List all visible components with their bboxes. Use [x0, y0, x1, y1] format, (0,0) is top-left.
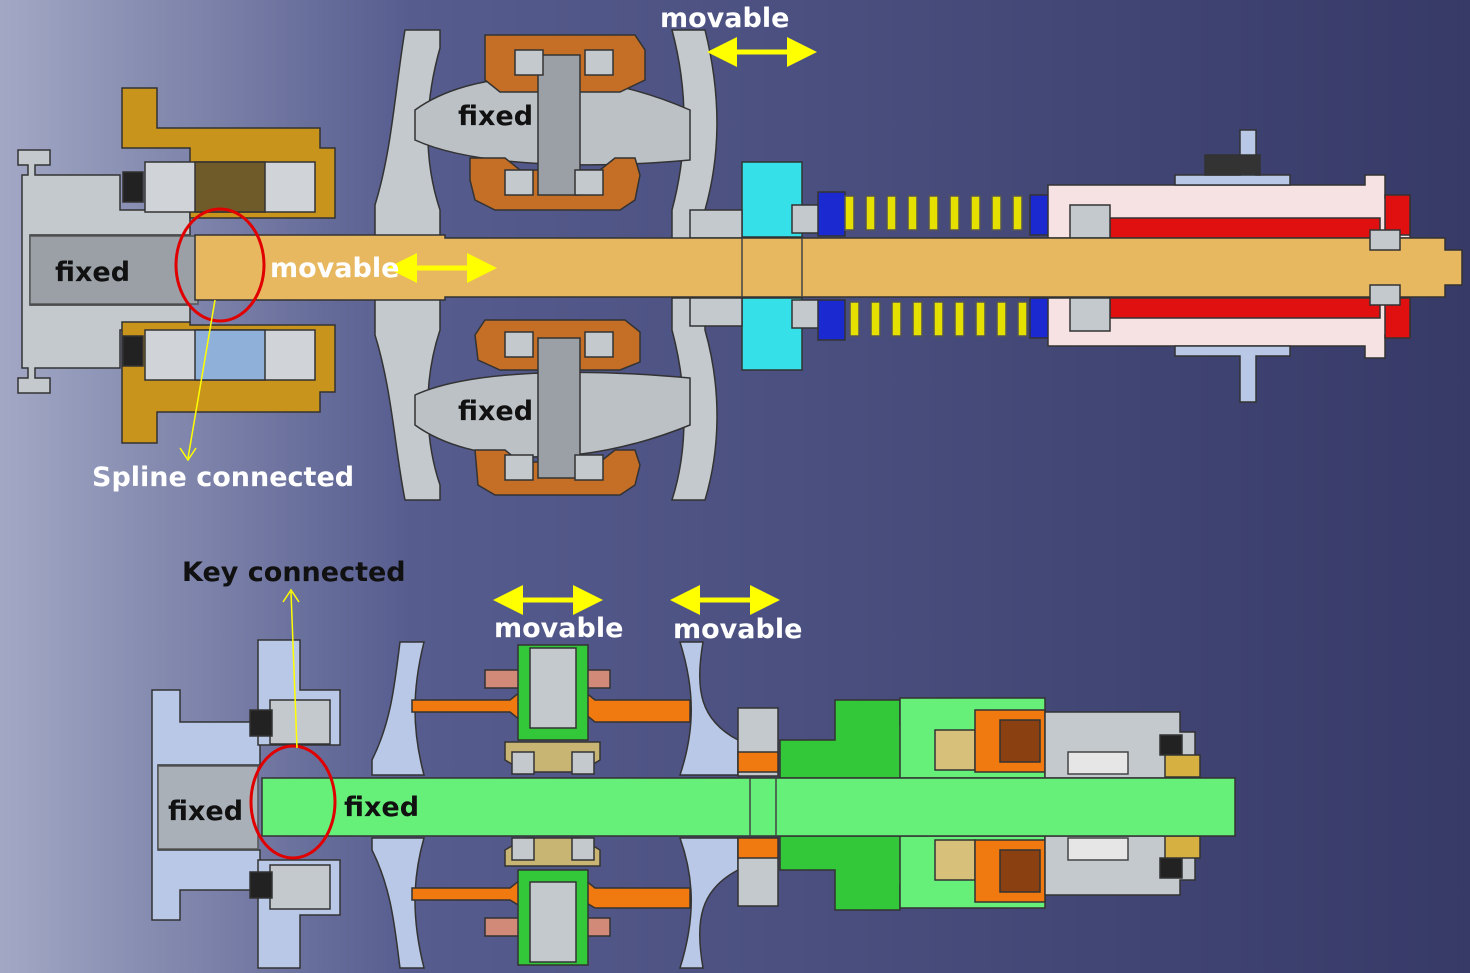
top-spring-seat-lower — [817, 299, 846, 341]
top-shaft-end-cap — [1369, 229, 1401, 251]
top-coupling-block-upper — [791, 204, 823, 234]
bottom-fixed-sheave-lower — [371, 837, 425, 969]
top-gear-bush-upper-2 — [584, 49, 614, 76]
top-shaft-end-cap-2 — [1369, 284, 1401, 306]
bottom-hub-block-lower-2 — [571, 837, 595, 861]
top-upper-gear-label: fixed — [458, 101, 533, 132]
bottom-right-movable-label: movable — [673, 614, 802, 645]
spline-callout-label: Spline connected — [92, 462, 354, 493]
bottom-bearing-upper — [269, 699, 331, 745]
top-main-shaft — [194, 234, 1463, 301]
top-gear-pin-upper — [537, 54, 581, 196]
bottom-nut-upper — [1164, 754, 1201, 778]
bottom-shaft-label: fixed — [344, 792, 419, 823]
bottom-movable-sheave-lower — [678, 837, 739, 969]
top-bearing-upper-insert — [194, 161, 266, 213]
top-annotations: fixed fixed fixed movable movable Spline… — [55, 3, 817, 493]
bottom-annotations: fixed fixed Key connected movable movabl… — [168, 557, 802, 860]
bottom-gray-pin-lower — [529, 881, 577, 963]
bottom-block-lower-a — [934, 839, 976, 881]
spline-callout-leader-head — [179, 447, 197, 462]
top-flange-bore — [29, 235, 199, 305]
key-callout-leader — [290, 591, 298, 749]
bottom-right-seal-lower — [1159, 857, 1183, 879]
bottom-left-movable-label: movable — [494, 613, 623, 644]
top-housing-label: fixed — [55, 257, 130, 288]
top-seal-lower — [122, 335, 144, 367]
top-gear-bush-lower-1 — [504, 331, 534, 358]
bottom-main-shaft — [261, 777, 1236, 837]
top-spring-lower — [849, 301, 1028, 337]
top-gear-bush-upper-4 — [574, 169, 604, 196]
spline-callout-ellipse — [174, 207, 266, 323]
top-pink-inner-upper — [1069, 204, 1111, 239]
top-pink-inner-lower — [1069, 297, 1111, 332]
bottom-housing-label: fixed — [168, 796, 243, 827]
top-spring-upper — [844, 195, 1023, 231]
bottom-nut-lower — [1164, 835, 1201, 859]
top-gear-bush-lower-3 — [504, 454, 534, 481]
bottom-hub-block-lower-1 — [511, 837, 535, 861]
top-fixed-sheave-lower — [374, 297, 441, 501]
key-callout-ellipse — [249, 744, 337, 860]
key-callout-label: Key connected — [182, 557, 406, 588]
top-red-cap-upper — [1384, 194, 1411, 236]
top-gear-bush-upper-3 — [504, 169, 534, 196]
bottom-coupling-orange-lower — [737, 837, 779, 859]
spline-callout-leader — [187, 299, 216, 459]
top-red-sleeve-lower — [1109, 297, 1381, 319]
bottom-coupling-orange-upper — [737, 751, 779, 773]
top-actuator-block-upper — [1204, 154, 1261, 176]
bottom-hub-block-upper-2 — [571, 751, 595, 775]
top-spring-seat-right-lower — [1029, 297, 1051, 339]
top-coupling-hub-upper — [689, 209, 743, 239]
bottom-flange-housing — [151, 689, 261, 921]
key-callout-leader-head — [282, 588, 300, 603]
top-seal-upper — [122, 171, 144, 203]
bottom-seal-lower — [249, 871, 273, 899]
bottom-block-upper-a — [934, 729, 976, 771]
bottom-assembly — [151, 639, 1236, 969]
bottom-dark-insert-lower — [999, 849, 1041, 893]
bottom-seal-upper — [249, 709, 273, 737]
bottom-flange-bore — [157, 765, 259, 850]
bottom-spring-lower — [1067, 837, 1129, 861]
bottom-dark-insert-upper — [999, 719, 1041, 763]
top-gear-bush-lower-4 — [574, 454, 604, 481]
top-coupling-block-lower — [791, 299, 823, 329]
top-bearing-lower-insert — [194, 329, 266, 381]
top-lower-gear-label: fixed — [458, 396, 533, 427]
top-spring-seat-right-upper — [1029, 194, 1051, 236]
top-gear-bush-upper-1 — [514, 49, 544, 76]
bottom-hub-block-upper-1 — [511, 751, 535, 775]
bottom-gray-pin-upper — [529, 647, 577, 729]
bottom-bearing-lower — [269, 864, 331, 910]
bottom-right-seal-upper — [1159, 734, 1183, 756]
bottom-spring-upper — [1067, 751, 1129, 775]
top-red-sleeve-upper — [1109, 217, 1381, 239]
top-actuator-bracket-lower — [1174, 345, 1291, 403]
top-spring-seat-upper — [817, 191, 846, 237]
top-gear-pin-lower — [537, 337, 581, 479]
bottom-fixed-sheave — [371, 641, 425, 776]
top-assembly — [17, 29, 1463, 501]
top-sheave-label: movable — [660, 3, 789, 34]
top-coupling-hub-lower — [689, 297, 743, 327]
top-shaft-label: movable — [270, 253, 399, 284]
top-gear-bush-lower-2 — [584, 331, 614, 358]
